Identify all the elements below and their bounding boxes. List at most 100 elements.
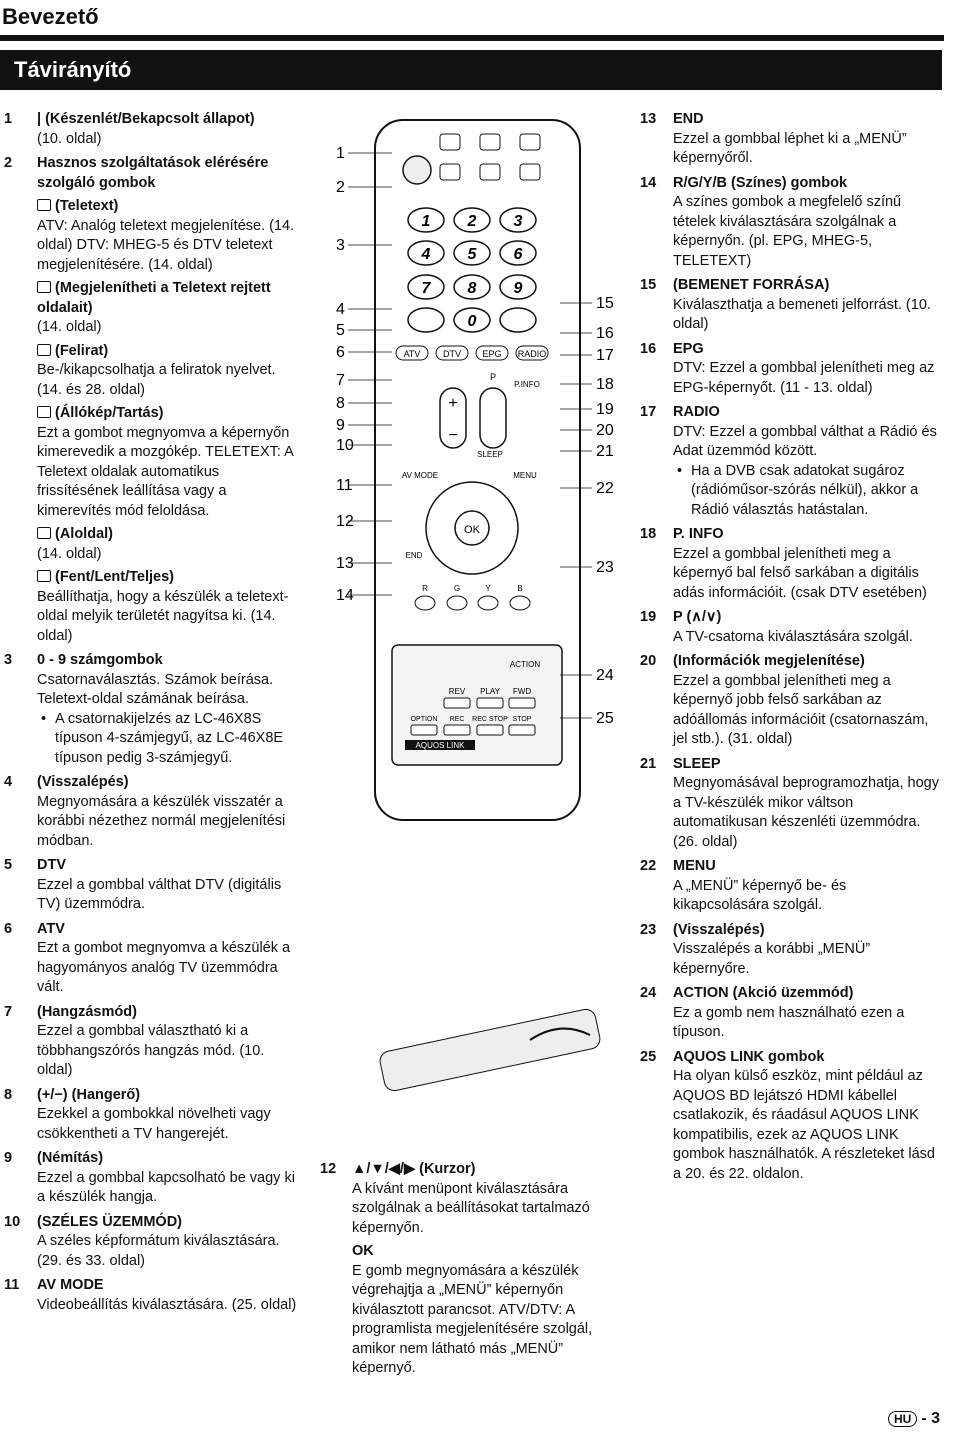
sub-item: (Teletext)ATV: Analóg teletext megjelení…	[37, 197, 299, 275]
sub-item: (Aloldal)(14. oldal)	[37, 525, 299, 564]
item-number: 3	[4, 652, 13, 668]
list-item: 19 P (∧/∨) A TV-csatorna kiválasztására sz…	[640, 608, 940, 647]
callout-right: 22	[596, 480, 614, 497]
item-number: 18	[640, 526, 657, 542]
bullet-note: Ha a DVB csak adatokat sugároz (rádióműs…	[673, 462, 940, 521]
sub-title: (Teletext)	[37, 197, 299, 217]
item-desc: DTV: Ezzel a gombbal jelenítheti meg az …	[673, 360, 935, 396]
item-title: 0 - 9 számgombok	[37, 652, 163, 668]
item-desc: Ez a gomb nem használható ezen a típuson…	[673, 1004, 905, 1041]
digit-label: 7	[422, 280, 432, 297]
sub-title-text: (Fent/Lent/Teljes)	[55, 569, 174, 585]
sub-item: (Megjelenítheti a Teletext rejtett oldal…	[37, 279, 299, 338]
list-item: 8 (+/−) (Hangerő) Ezekkel a gombokkal növe…	[4, 1086, 299, 1145]
digit-button	[453, 240, 491, 266]
item-desc: Ezzel a gombbal jelenítheti meg a képern…	[673, 672, 929, 748]
digit-button	[407, 240, 445, 266]
item-number: 22	[640, 858, 657, 874]
item-title: SLEEP	[673, 755, 721, 772]
item-number: 2	[4, 155, 13, 171]
item-title: RADIO	[673, 404, 720, 420]
sub-title: (Megjelenítheti a Teletext rejtett oldal…	[37, 279, 299, 318]
digit-button	[499, 274, 537, 300]
item-desc: Videobeállítás kiválasztására. (25. olda…	[37, 1296, 297, 1313]
transport-button	[443, 724, 471, 736]
item-desc: A TV-csatorna kiválasztására szolgál.	[673, 628, 913, 645]
return-button	[407, 307, 445, 333]
item-desc: Megnyomásával beprogramozhatja, hogy a T…	[673, 775, 939, 850]
item-title: AV MODE	[37, 1277, 104, 1293]
list-item: 1| (Készenlét/Bekapcsolt állapot)(10. ol…	[4, 110, 299, 149]
digit-label: 2	[467, 213, 477, 230]
list-item: 18 P. INFO Ezzel a gombbal jelenítheti meg…	[640, 525, 940, 603]
list-item: 23(Visszalépés)Visszalépés a korábbi „ME…	[640, 921, 940, 980]
teletext-icon	[37, 406, 51, 418]
list-item: 9(Némítás)Ezzel a gombbal kapcsolható be…	[4, 1149, 299, 1208]
callout-right: 17	[596, 347, 614, 364]
item-number: 23	[640, 921, 657, 938]
transport-button	[410, 724, 438, 736]
arrow-icon	[529, 1027, 591, 1041]
digit-button	[499, 207, 537, 233]
item-title: (Információk megjelenítése)	[673, 653, 865, 669]
sub-title-text: (Aloldal)	[55, 526, 113, 542]
item-number: 5	[4, 857, 13, 873]
teletext-icon	[37, 343, 51, 356]
item-title: (Visszalépés)	[673, 921, 765, 938]
item-desc: Megnyomására a készülék visszatér a korá…	[37, 793, 286, 849]
sub-title: (Állókép/Tartás)	[37, 404, 299, 424]
color-button	[446, 595, 468, 611]
item-desc: Ezekkel a gombokkal növelheti vagy csökk…	[37, 1106, 271, 1142]
item-number: 17	[640, 404, 657, 420]
item-number: 20	[640, 653, 657, 669]
aquos-bar	[405, 740, 475, 750]
bullet-note: A csatornakijelzés az LC-46X8S típuson 4…	[37, 710, 299, 769]
sub-desc: Ezt a gombot megnyomva a képernyőn kimer…	[37, 424, 294, 519]
sub-item: (Fent/Lent/Teljes) Beállíthatja, hogy a k…	[37, 568, 299, 646]
callout-right: 16	[596, 325, 614, 342]
transport-label: REC	[450, 716, 465, 723]
volume-plus: +	[448, 395, 457, 412]
ok-desc: E gomb megnyomására a készülék végrehajt…	[352, 1262, 593, 1377]
item-number: 19	[640, 609, 657, 625]
sub-title-text: (Felirat)	[55, 342, 109, 359]
avmode-label: AV MODE	[402, 471, 438, 480]
ok-label: OK	[464, 524, 481, 536]
callout-right: 20	[596, 422, 614, 439]
left-column: 1| (Készenlét/Bekapcsolt állapot)(10. ol…	[4, 110, 299, 1320]
item-number: 9	[4, 1150, 13, 1166]
item-title: P (∧/∨)	[673, 609, 722, 625]
digit-label: 8	[468, 280, 477, 297]
item-number: 4	[4, 774, 13, 790]
sub-title-text: (Megjelenítheti a Teletext rejtett oldal…	[37, 280, 271, 316]
item-number: 8	[4, 1086, 13, 1103]
item-title: R/G/Y/B (Színes) gombok	[673, 174, 848, 191]
item-title: DTV	[37, 857, 66, 873]
digit-label: 4	[421, 246, 431, 263]
teletext-icon	[37, 281, 51, 293]
transport-label: REC STOP	[472, 716, 508, 723]
mode-button	[515, 345, 549, 361]
list-item: 4(Visszalépés)Megnyomására a készülék vi…	[4, 773, 299, 851]
item-desc: Ezzel a gombbal válthat DTV (digitális T…	[37, 876, 282, 913]
item-desc: Ezt a gombot megnyomva a készülék a hagy…	[37, 940, 291, 995]
mode-label: ATV	[404, 349, 421, 359]
item-desc: Ezzel a gombbal léphet ki a „MENÜ” képer…	[673, 130, 907, 167]
teletext-icon	[37, 527, 51, 539]
item-title: P. INFO	[673, 526, 724, 542]
sub-title-text: (Teletext)	[55, 198, 119, 214]
callout-left: 7	[336, 372, 345, 389]
digit-button	[407, 274, 445, 300]
color-button	[477, 595, 499, 611]
item-title: (+/−) (Hangerő)	[37, 1086, 141, 1103]
sub-desc: (14. oldal)	[37, 319, 102, 335]
teletext-button	[439, 163, 461, 181]
item-desc: Ezzel a gombbal jelenítheti meg a képern…	[673, 545, 927, 601]
sub-desc: Beállíthatja, hogy a készülék a teletext…	[37, 588, 289, 644]
callout-left: 14	[336, 587, 354, 604]
item-number: 14	[640, 174, 657, 191]
